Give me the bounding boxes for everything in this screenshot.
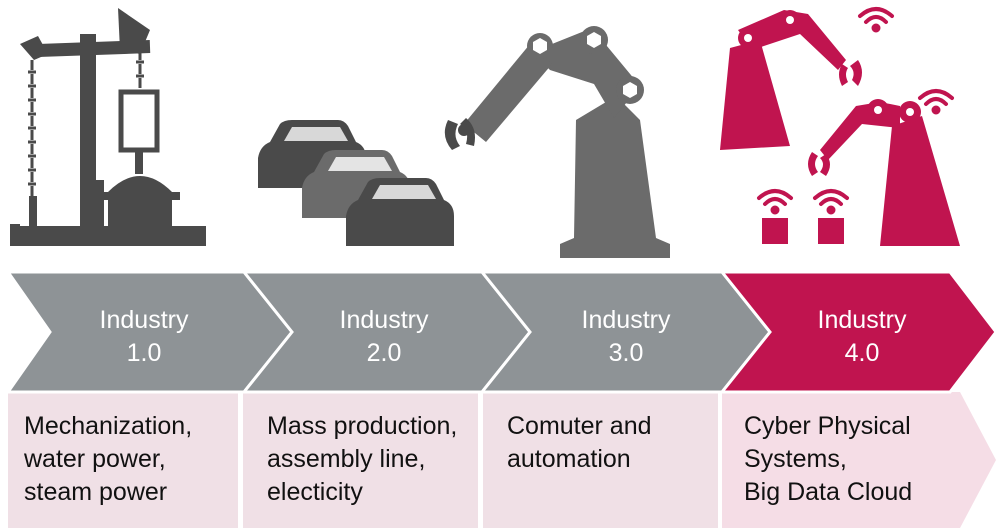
stage-title: Industry <box>339 306 429 334</box>
stage-title: Industry <box>817 306 907 334</box>
description-line: Big Data Cloud <box>744 478 913 506</box>
wifi-icon <box>813 189 849 215</box>
description-box-1 <box>8 392 238 528</box>
description-box-3 <box>483 392 718 528</box>
description-line: Comuter and <box>507 412 652 440</box>
chevron-industry-4 <box>718 270 998 394</box>
stage-description-3: Comuter and automation <box>507 410 652 476</box>
description-line: assembly line, <box>267 445 426 473</box>
car-icon <box>346 178 454 246</box>
stage-label-3: Industry 3.0 <box>526 304 726 370</box>
stage-label-2: Industry 2.0 <box>284 304 484 370</box>
wifi-icon <box>757 189 793 215</box>
stage-title: Industry <box>581 306 671 334</box>
oil-pump-icon <box>10 8 206 246</box>
description-box-2 <box>243 392 478 528</box>
stage-version: 2.0 <box>366 339 402 367</box>
stage-description-1: Mechanization, water power, steam power <box>24 410 192 509</box>
description-box-4 <box>722 392 996 528</box>
description-line: Systems, <box>744 445 847 473</box>
stage-version: 1.0 <box>126 339 162 367</box>
robot-arm-icon <box>444 26 670 258</box>
stage-label-4: Industry 4.0 <box>762 304 962 370</box>
stage-title: Industry <box>99 306 189 334</box>
stage-label-1: Industry 1.0 <box>44 304 244 370</box>
description-line: Mass production, <box>267 412 458 440</box>
stage-description-4: Cyber Physical Systems, Big Data Cloud <box>744 410 912 509</box>
description-line: water power, <box>24 445 166 473</box>
wifi-icon <box>858 7 894 33</box>
description-line: automation <box>507 445 631 473</box>
connected-robots-wifi-icon <box>720 7 960 246</box>
wifi-icon <box>918 89 954 115</box>
description-line: Cyber Physical <box>744 412 911 440</box>
description-line: Mechanization, <box>24 412 193 440</box>
description-line: steam power <box>24 478 168 506</box>
description-line: electicity <box>267 478 363 506</box>
stage-description-2: Mass production, assembly line, electici… <box>267 410 457 509</box>
stage-version: 3.0 <box>608 339 644 367</box>
stage-version: 4.0 <box>844 339 880 367</box>
cars-assembly-icon <box>258 120 454 246</box>
